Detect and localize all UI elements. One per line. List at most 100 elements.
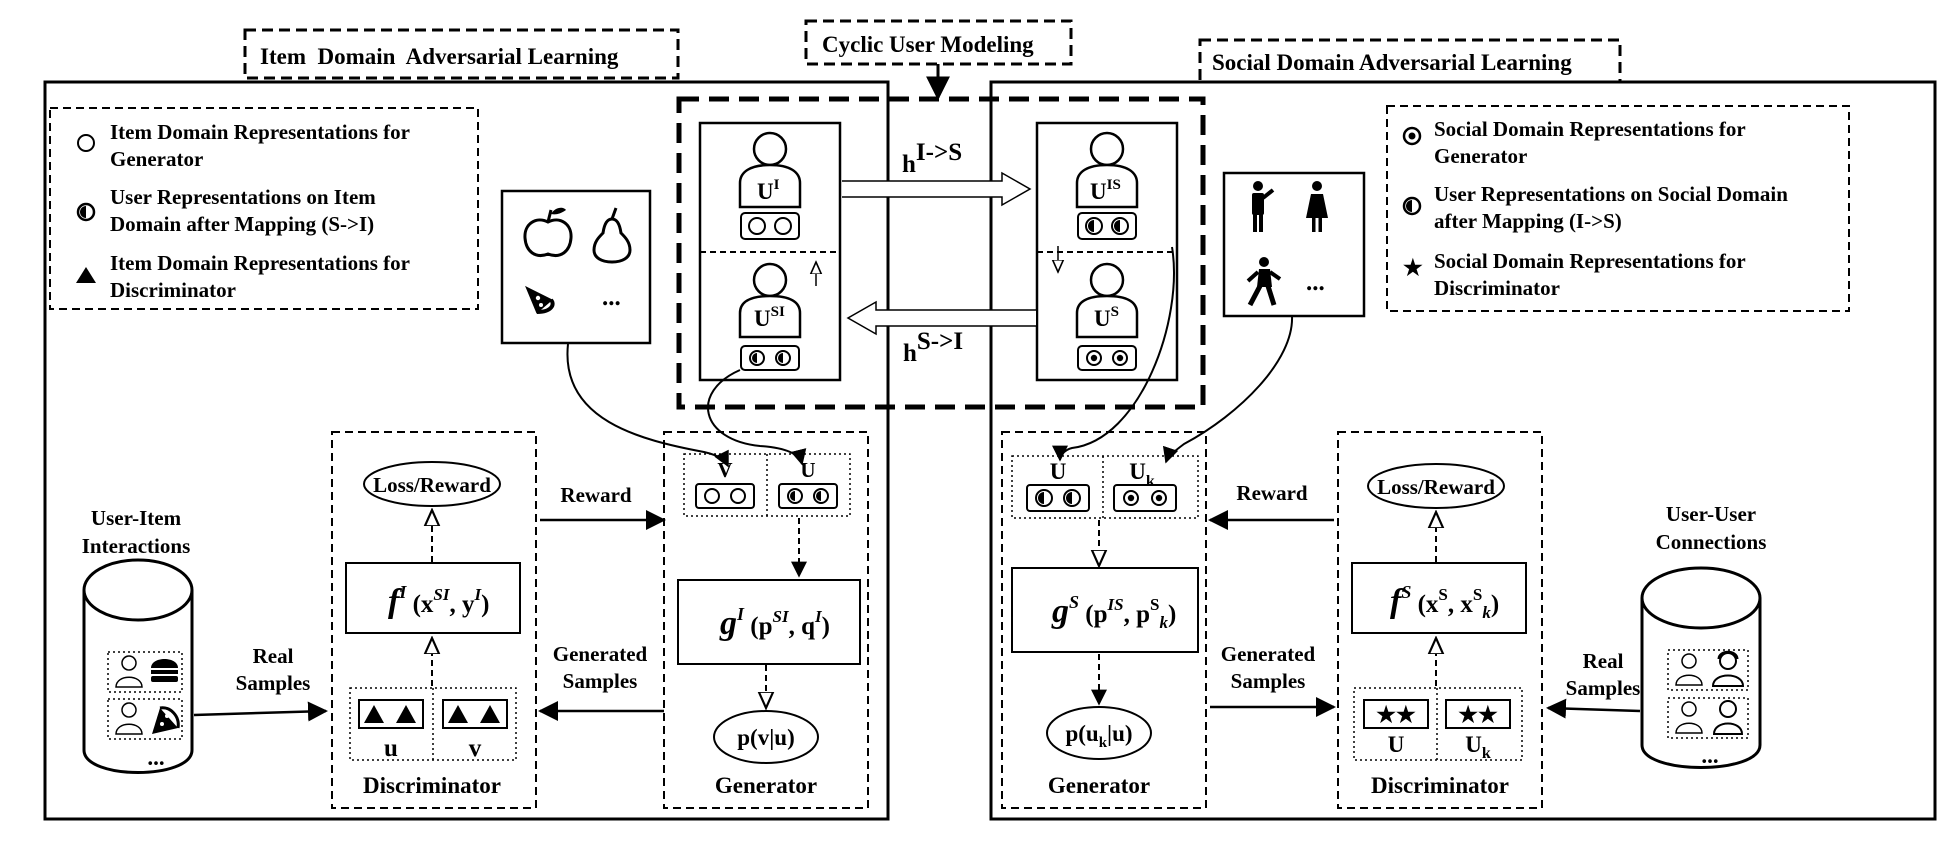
item-discriminator: Loss/Reward fI (xSI, yI) u v Discriminat… xyxy=(331,431,537,809)
social-gen-prob: p(uk|u) xyxy=(1065,721,1132,751)
db-social-title-line1: User-User xyxy=(1666,502,1756,526)
legend-social-row1-line1: Social Domain Representations for xyxy=(1434,117,1746,141)
db-item-ellipsis: ... xyxy=(147,745,164,770)
legend-item-row2-line1: User Representations on Item xyxy=(110,185,376,209)
legend-social-row1-line2: Generator xyxy=(1434,144,1527,168)
user-outline-icon xyxy=(1675,653,1703,686)
user-outline-icon xyxy=(115,655,143,688)
social-generator-label: Generator xyxy=(1048,773,1150,798)
uis-to-generator-connector xyxy=(1052,246,1175,462)
user-us-label: US xyxy=(1094,304,1119,331)
items-to-generator-connector xyxy=(566,343,729,468)
user-usi-label: USI xyxy=(754,304,785,331)
item-disc-function: fI (xSI, yI) xyxy=(360,582,509,620)
item-domain-panel xyxy=(43,80,890,821)
user-outline-icon xyxy=(115,702,143,735)
user-headset-icon xyxy=(1711,650,1745,687)
item-reward-label: Reward xyxy=(560,483,631,507)
db-item-title-line2: Interactions xyxy=(82,534,191,558)
user-uis-label: UIS xyxy=(1090,177,1121,204)
item-generated-line1: Generated xyxy=(553,642,648,666)
item-generator: V U gI (pSI, qI) p(v|u) Generator xyxy=(663,431,869,809)
dotted-circle-icon xyxy=(1402,126,1422,146)
item-gen-prob: p(v|u) xyxy=(737,725,794,750)
user-item-database: User-Item Interactions ... xyxy=(82,506,194,774)
social-generator: U Uk gS (pIS, pSk) p(uk|u) Generator xyxy=(1001,431,1207,809)
legend-social-row3-line2: Discriminator xyxy=(1434,276,1560,300)
half-circle-icon xyxy=(1402,196,1422,216)
item-disc-u: u xyxy=(384,735,398,762)
item-disc-loss-reward: Loss/Reward xyxy=(373,473,491,497)
social-disc-uk: Uk xyxy=(1465,732,1491,762)
apple-icon xyxy=(523,207,573,257)
triangle-icon xyxy=(448,705,500,723)
h-s-to-i-label: hS->I xyxy=(903,328,963,367)
social-icons-box: ... xyxy=(1222,171,1366,318)
legend-item-row1-line2: Generator xyxy=(110,147,203,171)
social-gen-uk: Uk xyxy=(1129,459,1155,490)
user-us-avatar: US xyxy=(1075,262,1139,371)
man-walking-icon xyxy=(1246,257,1282,307)
mapping-arrow-i-to-s xyxy=(842,171,1032,207)
usi-to-generator-connector xyxy=(707,369,807,466)
legend-social-row2-line2: after Mapping (I->S) xyxy=(1434,209,1622,233)
item-generator-label: Generator xyxy=(715,773,817,798)
user-outline-icon xyxy=(1675,701,1703,734)
item-real-samples-line1: Real xyxy=(253,644,294,668)
social-disc-u: U xyxy=(1388,732,1405,757)
social-reward-label: Reward xyxy=(1236,481,1307,505)
user-ui-label: UI xyxy=(757,177,780,204)
pizza-icon xyxy=(152,706,180,734)
social-gen-function: gS (pIS, pSk) xyxy=(1024,592,1196,632)
man-pointing-icon xyxy=(1252,181,1275,232)
triangle-icon xyxy=(76,267,96,283)
social-real-samples-line2: Samples xyxy=(1566,676,1641,700)
db-item-title-line1: User-Item xyxy=(91,506,182,530)
item-generated-line2: Samples xyxy=(563,669,638,693)
half-circle-icon xyxy=(76,202,96,222)
social-disc-loss-reward: Loss/Reward xyxy=(1377,475,1495,499)
social-disc-function: fS (xS, xSk) xyxy=(1362,582,1519,622)
social-gen-u: U xyxy=(1050,459,1067,484)
item-ellipsis: ... xyxy=(602,284,621,311)
item-legend: Item Domain Representations for Generato… xyxy=(49,107,479,310)
db-social-title-line2: Connections xyxy=(1656,530,1767,554)
item-disc-v: v xyxy=(469,735,482,762)
pear-icon xyxy=(592,207,632,264)
open-circle-icon xyxy=(77,134,95,152)
pizza-icon xyxy=(525,285,555,314)
h-i-to-s-label: hI->S xyxy=(902,139,962,178)
star-icon: ★ xyxy=(1403,255,1423,280)
social-domain-title: Social Domain Adversarial Learning xyxy=(1198,38,1622,84)
triangle-icon xyxy=(364,705,416,723)
social-real-samples-line1: Real xyxy=(1583,649,1624,673)
burger-icon xyxy=(151,659,178,682)
social-legend: Social Domain Representations for Genera… xyxy=(1386,105,1850,312)
item-domain-title-text: Item Domain Adversarial Learning xyxy=(260,44,619,69)
star-icon: ★★ xyxy=(1458,702,1498,727)
cyclic-title: Cyclic User Modeling xyxy=(804,19,1073,66)
social-domain-title-text: Social Domain Adversarial Learning xyxy=(1212,50,1572,75)
user-user-database: User-User Connections ... xyxy=(1640,502,1767,769)
star-icon: ★★ xyxy=(1376,702,1416,727)
legend-item-row3-line1: Item Domain Representations for xyxy=(110,251,410,275)
user-card-left: UI USI xyxy=(698,121,842,382)
legend-item-row1-line1: Item Domain Representations for xyxy=(110,120,410,144)
social-ellipsis: ... xyxy=(1306,269,1325,296)
user-uis-avatar: UIS xyxy=(1075,131,1139,240)
social-generated-line2: Samples xyxy=(1231,669,1306,693)
item-gen-function: gI (pSI, qI) xyxy=(692,604,850,642)
item-discriminator-label: Discriminator xyxy=(363,773,501,798)
user-ui-avatar: UI xyxy=(738,131,802,240)
cyclic-modeling-box xyxy=(676,96,1206,410)
legend-item-row3-line2: Discriminator xyxy=(110,278,236,302)
item-gen-u: U xyxy=(800,458,815,482)
social-to-generator-connector xyxy=(1162,315,1294,464)
legend-social-row3-line1: Social Domain Representations for xyxy=(1434,249,1746,273)
woman-icon xyxy=(1306,181,1328,232)
social-generated-line1: Generated xyxy=(1221,642,1316,666)
cyclic-title-text: Cyclic User Modeling xyxy=(822,32,1034,57)
user-card-right: UIS US xyxy=(1035,121,1179,382)
social-discriminator-label: Discriminator xyxy=(1371,773,1509,798)
